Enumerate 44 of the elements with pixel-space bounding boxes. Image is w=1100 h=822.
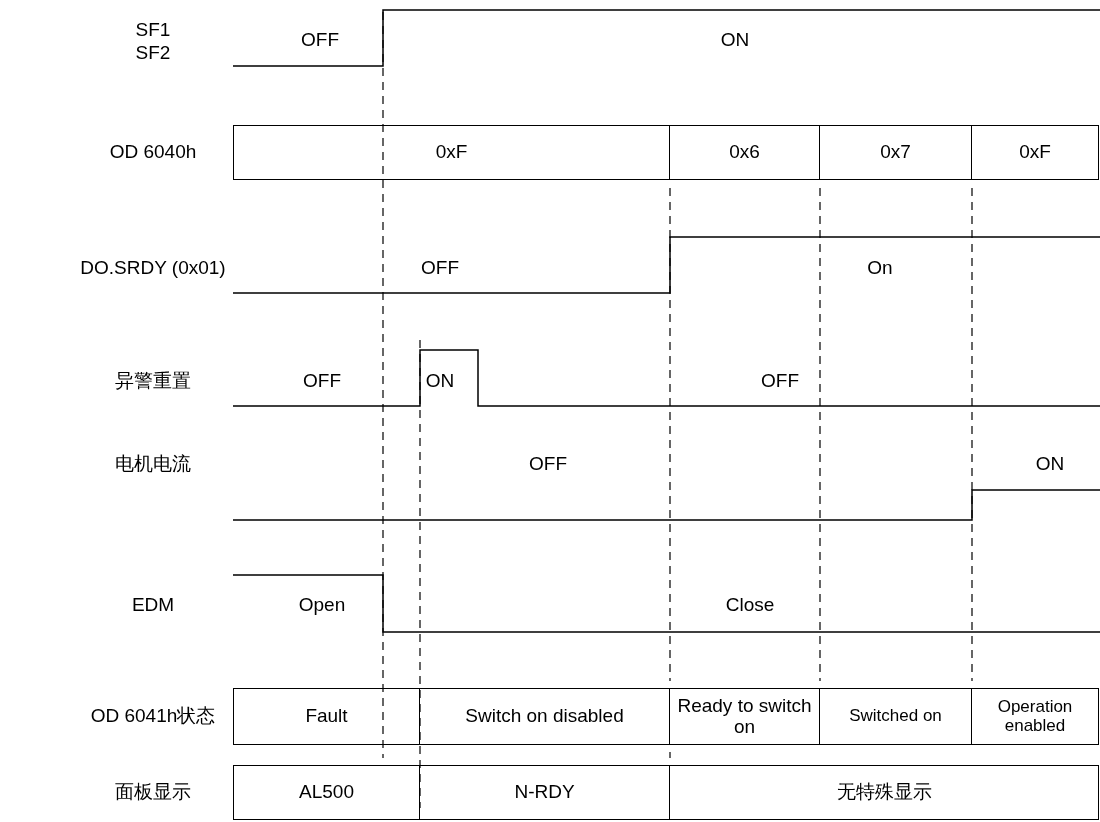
signal-name: 面板显示 <box>115 781 191 803</box>
level-label: Open <box>298 594 346 616</box>
state-box <box>233 125 670 180</box>
state-box <box>669 688 820 745</box>
signal-name: DO.SRDY (0x01) <box>80 257 226 279</box>
level-label: OFF <box>303 370 341 392</box>
state-box <box>971 125 1099 180</box>
level-label: On <box>867 257 893 279</box>
signal-name: OD 6040h <box>109 141 197 163</box>
level-label: ON <box>1035 453 1065 475</box>
signal-name: SF2 <box>135 42 171 64</box>
level-label: ON <box>425 370 455 392</box>
level-label: ON <box>720 29 750 51</box>
state-box <box>669 765 1099 820</box>
signal-name: SF1 <box>135 19 171 41</box>
signal-name: EDM <box>131 594 175 616</box>
state-text: Fault <box>305 706 348 727</box>
level-label: Close <box>725 594 775 616</box>
state-box <box>233 765 420 820</box>
state-text: Switched on <box>849 707 942 726</box>
level-label: OFF <box>529 453 567 475</box>
level-label: OFF <box>301 29 339 51</box>
state-box <box>819 125 972 180</box>
state-box <box>419 688 670 745</box>
signal-name: 异警重置 <box>115 370 191 392</box>
state-text: AL500 <box>299 782 354 803</box>
state-text: 无特殊显示 <box>836 782 932 803</box>
state-text: Operation enabled <box>996 697 1074 736</box>
state-text: 0x7 <box>880 142 911 163</box>
level-label: OFF <box>761 370 799 392</box>
state-text: 0xF <box>435 142 468 163</box>
state-box <box>669 125 820 180</box>
state-box <box>419 765 670 820</box>
state-box <box>971 688 1099 745</box>
state-text: N-RDY <box>514 782 575 803</box>
signal-name: OD 6041h状态 <box>90 705 216 727</box>
state-text: 0xF <box>1019 142 1051 163</box>
state-box <box>233 688 420 745</box>
level-label: OFF <box>421 257 459 279</box>
state-text: Ready to switch on <box>676 695 813 738</box>
state-text: Switch on disabled <box>465 706 624 727</box>
signal-name: 电机电流 <box>115 453 191 475</box>
state-text: 0x6 <box>729 142 760 163</box>
state-box <box>819 688 972 745</box>
